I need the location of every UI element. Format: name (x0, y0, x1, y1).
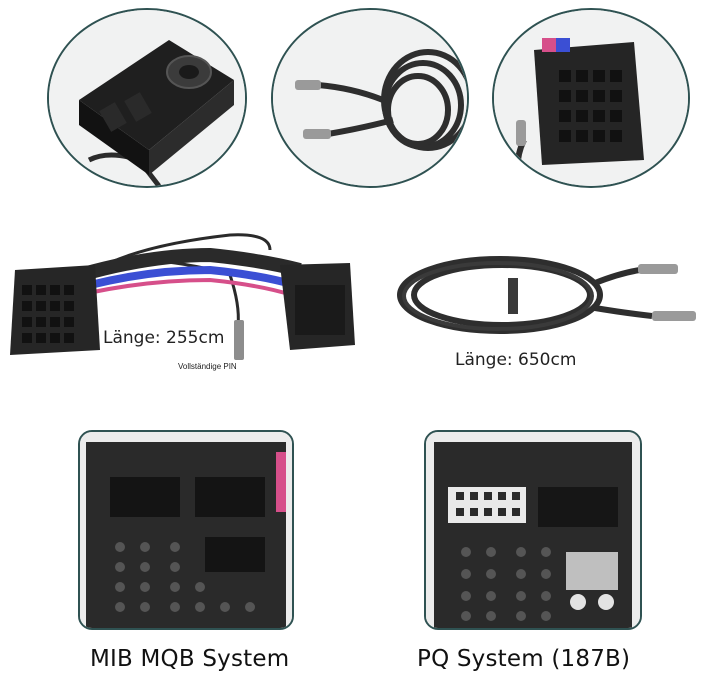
pq-connector-image (426, 432, 640, 628)
card-mib-mqb-connector (78, 430, 294, 630)
connector-plug-image (494, 10, 688, 186)
caption-mib-mqb-system: MIB MQB System (90, 646, 290, 672)
pin-note-label: Vollständige PIN (178, 362, 237, 371)
card-pq-connector (424, 430, 642, 630)
cable-ends-image (273, 10, 467, 186)
cable-length-label: Länge: 650cm (455, 350, 577, 370)
harness-length-label: Länge: 255cm (103, 328, 225, 348)
harness-image (0, 225, 370, 385)
camera-module-image (49, 10, 245, 186)
caption-pq-system: PQ System (187B) (417, 646, 631, 672)
cable-coil-image (390, 248, 720, 343)
circle-connector-plug (492, 8, 690, 188)
circle-cable-ends (271, 8, 469, 188)
circle-camera-module (47, 8, 247, 188)
mib-mqb-connector-image (80, 432, 292, 628)
